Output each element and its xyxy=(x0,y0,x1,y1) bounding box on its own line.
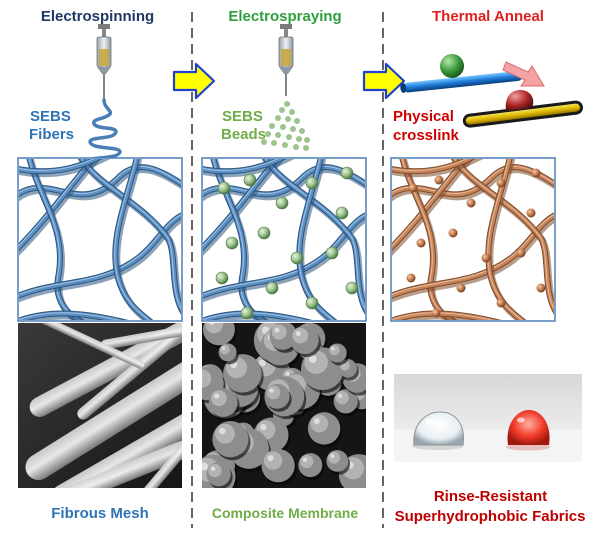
fused-bead xyxy=(434,175,444,185)
spray-droplet xyxy=(304,137,310,143)
fused-bead xyxy=(416,238,426,248)
spray-droplet xyxy=(296,136,302,142)
droplet-photo xyxy=(394,374,582,462)
spray-droplet xyxy=(275,115,281,121)
spray-droplet xyxy=(279,107,285,113)
fused-bead xyxy=(448,228,458,238)
polymer-bead xyxy=(225,236,239,250)
step-title-electrospraying: Electrospraying xyxy=(228,8,342,25)
fiber-network-annealed xyxy=(392,159,554,320)
fused-bead xyxy=(456,283,466,293)
step-title-electrospinning: Electrospinning xyxy=(40,8,155,25)
right-arrow-icon xyxy=(362,62,406,100)
fiber-network-with-beads xyxy=(203,159,365,320)
caption-composite-membrane: Composite Membrane xyxy=(211,505,359,521)
right-arrow-icon xyxy=(172,62,216,100)
spray-droplet xyxy=(265,131,271,137)
spray-droplet xyxy=(280,124,286,130)
caption-line1: Rinse-Resistant xyxy=(433,488,548,505)
material-label-line2: crosslink xyxy=(393,127,459,144)
fused-bead xyxy=(496,178,506,188)
sem-image-composite-membrane xyxy=(202,323,366,488)
fiber-network-blue xyxy=(19,159,181,320)
spray-droplet xyxy=(275,132,281,138)
polymer-bead xyxy=(275,196,289,210)
syringe-icon xyxy=(278,24,294,96)
fused-bead xyxy=(526,208,536,218)
material-label-line1: SEBS xyxy=(222,108,263,125)
fused-bead xyxy=(406,273,416,283)
spray-droplet xyxy=(294,118,300,124)
material-label-line1: Physical xyxy=(393,108,454,125)
spray-droplet xyxy=(289,109,295,115)
spray-droplet xyxy=(282,142,288,148)
spray-droplet xyxy=(269,123,275,129)
spray-droplet xyxy=(290,126,296,132)
fused-bead xyxy=(481,253,491,263)
spray-droplet xyxy=(299,128,305,134)
polymer-bead xyxy=(305,296,319,310)
spray-droplet xyxy=(286,134,292,140)
caption-fibrous-mesh: Fibrous Mesh xyxy=(51,505,149,522)
fused-bead xyxy=(408,183,418,193)
polymer-bead xyxy=(340,166,354,180)
polymer-bead xyxy=(217,181,231,195)
material-label-line2: Fibers xyxy=(29,126,75,143)
polymer-bead xyxy=(215,271,229,285)
polymer-bead xyxy=(345,281,359,295)
sem-image-fibrous-mesh xyxy=(18,323,182,488)
spray-droplet xyxy=(303,145,309,151)
fused-bead xyxy=(466,198,476,208)
step-title-thermal-anneal: Thermal Anneal xyxy=(432,8,544,25)
spray-droplet xyxy=(285,116,291,122)
polymer-bead xyxy=(335,206,349,220)
anneal-before-rod xyxy=(400,54,523,93)
polymer-bead xyxy=(243,173,257,187)
syringe-icon xyxy=(96,24,112,100)
anneal-after-rod xyxy=(462,90,584,128)
fused-bead xyxy=(536,283,546,293)
fused-bead xyxy=(516,248,526,258)
polymer-bead xyxy=(290,251,304,265)
material-label-line1: SEBS xyxy=(30,108,71,125)
polymer-bead xyxy=(257,226,271,240)
spray-droplet xyxy=(293,144,299,150)
caption-line2: Superhydrophobic Fabrics xyxy=(394,508,586,525)
fused-bead xyxy=(531,168,541,178)
spray-droplet xyxy=(271,140,277,146)
polymer-bead xyxy=(325,246,339,260)
polymer-bead xyxy=(265,281,279,295)
spray-droplet xyxy=(284,101,290,107)
material-label-line2: Beads xyxy=(221,126,267,143)
fused-bead xyxy=(431,308,441,318)
spray-droplet xyxy=(261,139,267,145)
anneal-arrow-icon xyxy=(502,61,545,87)
polymer-bead xyxy=(240,306,254,320)
polymer-bead xyxy=(305,176,319,190)
spray-droplets xyxy=(261,101,310,151)
fused-bead xyxy=(496,298,506,308)
